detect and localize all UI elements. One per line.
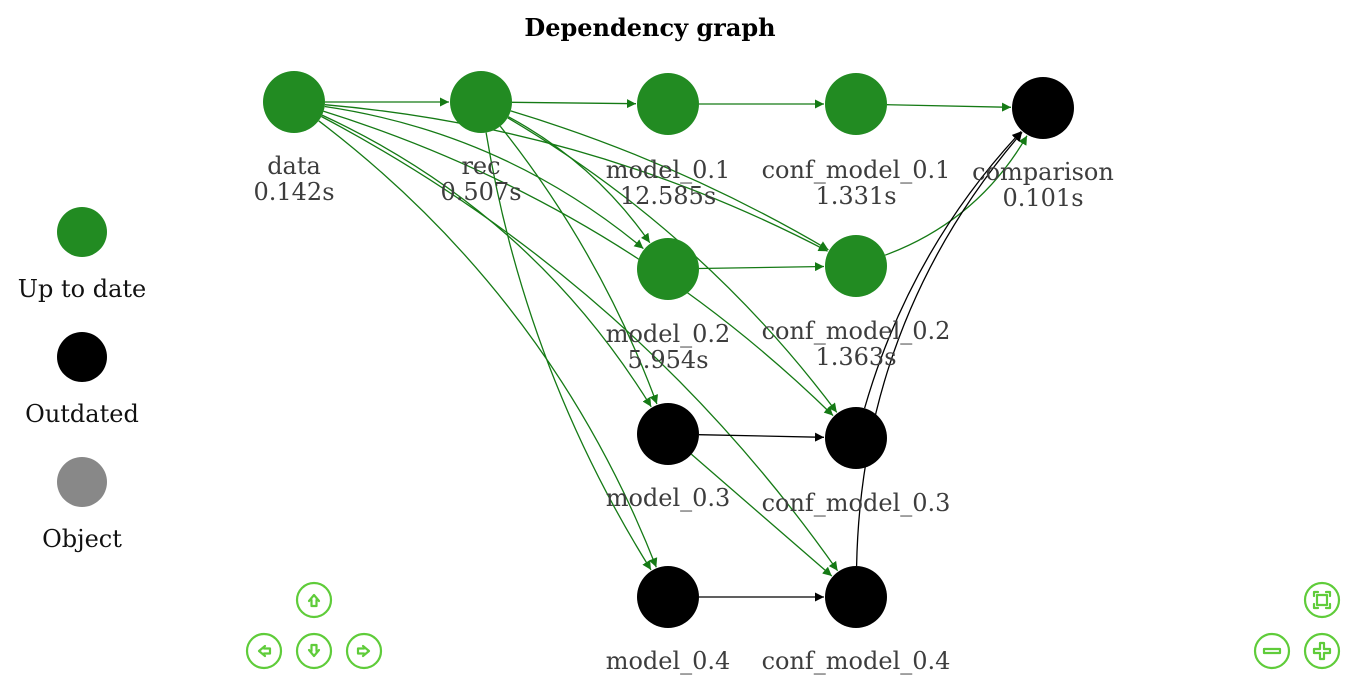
edge-data-to-conf_model_0_4 <box>321 115 839 572</box>
node-label: model_0.1 <box>606 156 731 184</box>
node-model-0-4[interactable]: model_0.4 <box>606 566 731 675</box>
edge-data-to-conf_model_0_3 <box>323 110 834 417</box>
edge-rec-to-conf_model_0_2 <box>510 110 829 251</box>
nodes-layer: data0.142srec0.507smodel_0.112.585sconf_… <box>253 71 1114 675</box>
node-conf-model-0-2[interactable]: conf_model_0.21.363s <box>762 235 951 371</box>
node-label: data <box>267 152 321 180</box>
zoom-in-button-ring[interactable] <box>1303 632 1341 670</box>
edge-conf_model_0_1-to-comparison <box>886 102 1012 112</box>
node-label: comparison <box>972 158 1114 186</box>
node-label: conf_model_0.4 <box>762 647 951 675</box>
legend-label: Object <box>42 525 122 553</box>
node-time: 0.142s <box>253 178 334 206</box>
zoom-out-button[interactable] <box>1253 632 1291 670</box>
right-icon <box>356 644 371 658</box>
node-conf-model-0-3[interactable]: conf_model_0.3 <box>762 407 951 517</box>
node-model-0-1[interactable]: model_0.112.585s <box>606 73 731 210</box>
node-time: 1.331s <box>815 182 896 210</box>
node-label: model_0.3 <box>606 484 731 512</box>
node-circle[interactable] <box>637 566 699 628</box>
node-circle[interactable] <box>825 566 887 628</box>
node-circle[interactable] <box>825 407 887 469</box>
edges-layer <box>318 97 1028 602</box>
edge-rec-to-model_0_1 <box>511 99 637 109</box>
edge-data-to-model_0_2 <box>324 105 644 250</box>
right-button[interactable] <box>345 632 383 670</box>
node-circle[interactable] <box>637 73 699 135</box>
node-circle[interactable] <box>637 403 699 465</box>
up-icon <box>307 593 321 608</box>
edge-conf_model_0_2-to-comparison <box>884 135 1028 256</box>
node-circle[interactable] <box>825 73 887 135</box>
node-label: conf_model_0.3 <box>762 489 951 517</box>
node-time: 1.363s <box>815 343 896 371</box>
node-conf-model-0-1[interactable]: conf_model_0.11.331s <box>762 73 951 210</box>
node-circle[interactable] <box>450 71 512 133</box>
fit-button[interactable] <box>1303 581 1341 619</box>
edge-conf_model_0_4-to-comparison <box>855 131 1023 567</box>
edge-model_0_2-to-conf_model_0_2 <box>698 262 825 272</box>
up-button[interactable] <box>295 581 333 619</box>
node-model-0-2[interactable]: model_0.25.954s <box>606 238 731 374</box>
fit-button-ring[interactable] <box>1303 581 1341 619</box>
node-label: rec <box>461 152 500 180</box>
fit-icon <box>1312 590 1332 610</box>
left-icon <box>257 644 272 658</box>
zoom-out-button-ring[interactable] <box>1253 632 1291 670</box>
node-model-0-3[interactable]: model_0.3 <box>606 403 731 512</box>
node-label: model_0.2 <box>606 320 731 348</box>
node-conf-model-0-4[interactable]: conf_model_0.4 <box>762 566 951 675</box>
node-time: 5.954s <box>627 346 708 374</box>
node-label: model_0.4 <box>606 647 731 675</box>
edge-rec-to-model_0_3 <box>499 125 658 405</box>
legend-swatch <box>57 457 107 507</box>
down-icon <box>307 643 321 658</box>
edge-rec-to-model_0_2 <box>507 116 651 244</box>
up-button-ring[interactable] <box>295 581 333 619</box>
legend-item-object: Object <box>42 457 122 553</box>
down-button[interactable] <box>295 632 333 670</box>
node-circle[interactable] <box>263 71 325 133</box>
zoom-out-icon <box>1262 647 1282 655</box>
edge-model_0_3-to-conf_model_0_4 <box>690 453 833 577</box>
left-button[interactable] <box>245 632 283 670</box>
legend-item-uptodate: Up to date <box>18 207 146 303</box>
node-circle[interactable] <box>1012 77 1074 139</box>
edge-data-to-conf_model_0_2 <box>324 104 828 252</box>
zoom-in-icon <box>1312 641 1332 661</box>
right-button-ring[interactable] <box>345 632 383 670</box>
edge-data-to-model_0_3 <box>321 114 652 408</box>
down-button-ring[interactable] <box>295 632 333 670</box>
node-time: 0.101s <box>1002 184 1083 212</box>
node-label: conf_model_0.1 <box>762 156 951 184</box>
edge-model_0_3-to-conf_model_0_3 <box>698 432 825 442</box>
legend-label: Up to date <box>18 275 146 303</box>
edge-rec-to-model_0_4 <box>485 132 652 571</box>
graph-title: Dependency graph <box>524 13 775 42</box>
legend-item-outdated: Outdated <box>25 332 139 428</box>
legend-label: Outdated <box>25 400 139 428</box>
edge-conf_model_0_3-to-comparison <box>863 130 1022 409</box>
legend-swatch <box>57 332 107 382</box>
edge-data-to-model_0_4 <box>318 120 658 568</box>
node-circle[interactable] <box>825 235 887 297</box>
navigation-controls <box>245 581 1341 670</box>
node-circle[interactable] <box>637 238 699 300</box>
legend-swatch <box>57 207 107 257</box>
left-button-ring[interactable] <box>245 632 283 670</box>
node-label: conf_model_0.2 <box>762 317 951 345</box>
node-time: 12.585s <box>620 182 716 210</box>
node-time: 0.507s <box>440 178 521 206</box>
zoom-in-button[interactable] <box>1303 632 1341 670</box>
